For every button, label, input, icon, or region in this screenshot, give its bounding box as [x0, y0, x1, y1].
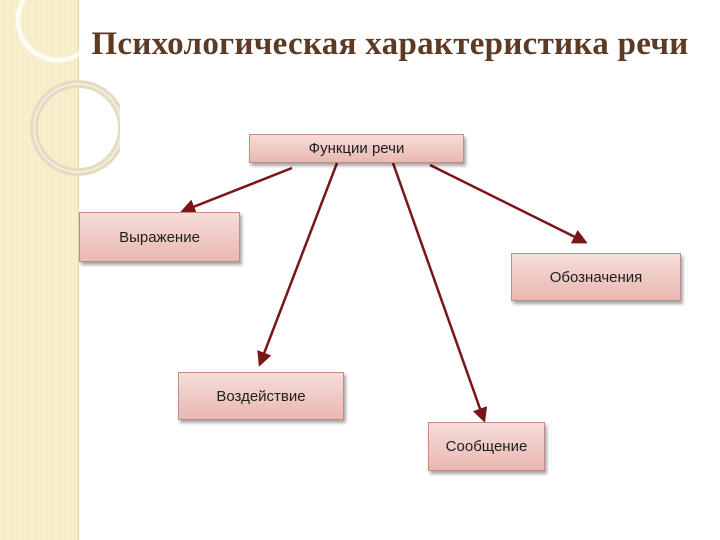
arrow-to-influence: [257, 162, 339, 367]
node-expression: Выражение: [79, 212, 240, 262]
decorative-side-band: [0, 0, 79, 540]
arrow-to-message: [391, 162, 488, 423]
decorative-circles: [15, 0, 120, 176]
arrow-to-expression: [180, 166, 293, 214]
node-influence: Воздействие: [178, 372, 344, 420]
slide-title: Психологическая характеристика речи: [91, 26, 689, 62]
node-designation: Обозначения: [511, 253, 681, 301]
arrow-to-designation: [429, 163, 588, 244]
node-message: Сообщение: [428, 422, 545, 471]
root-node-speech-functions: Функции речи: [249, 134, 464, 163]
